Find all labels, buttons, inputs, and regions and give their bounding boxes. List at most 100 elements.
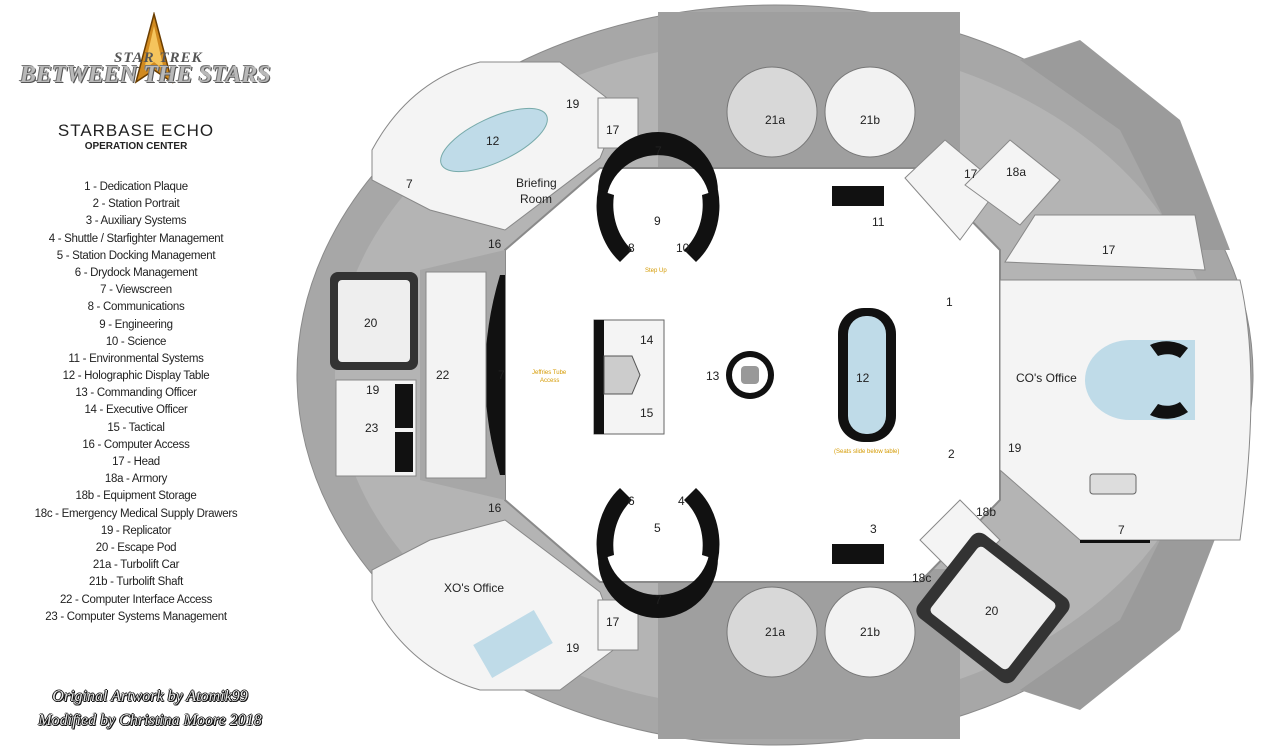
legend-item: 22 - Computer Interface Access <box>59 593 213 606</box>
legend-item: 20 - Escape Pod <box>95 541 177 554</box>
legend-item: 10 - Science <box>105 335 167 348</box>
label-21b: 21b <box>860 625 880 639</box>
label-room: Room <box>520 192 552 206</box>
label-18c: 18c <box>912 571 931 585</box>
command-console-center <box>603 355 641 395</box>
legend: 1 - Dedication Plaque 2 - Station Portra… <box>20 179 252 626</box>
legend-item: 4 - Shuttle / Starfighter Management <box>48 232 224 245</box>
console-arc <box>596 488 632 560</box>
turbolift-shaft-top <box>824 66 916 158</box>
legend-item: 7 - Viewscreen <box>100 284 172 297</box>
credit-modified: Modified by Christina Moore 2018 <box>38 712 262 729</box>
legend-item: 1 - Dedication Plaque <box>84 181 188 193</box>
label-8: 8 <box>628 241 635 255</box>
computer-interface-access <box>425 271 487 479</box>
label-2: 2 <box>948 447 955 461</box>
command-console <box>594 320 604 434</box>
label-12: 12 <box>856 371 870 385</box>
credit-original: Original Artwork by Atomik99 <box>52 688 248 705</box>
delta-insignia-icon <box>134 12 174 84</box>
label-jeffries-1: Jeffries Tube <box>532 370 567 376</box>
turbolift-shaft-bottom <box>824 586 916 678</box>
legend-item: 21a - Turbolift Car <box>92 559 180 572</box>
console <box>395 432 413 472</box>
viewscreen-left <box>485 275 505 475</box>
label-17: 17 <box>606 615 620 629</box>
label-seats-note: (Seats slide below table) <box>834 449 899 455</box>
label-7: 7 <box>498 368 505 382</box>
label-10: 10 <box>676 241 690 255</box>
console <box>395 384 413 428</box>
label-16: 16 <box>488 237 502 251</box>
label-jeffries-2: Access <box>540 378 559 384</box>
label-7: 7 <box>1118 523 1125 537</box>
legend-item: 12 - Holographic Display Table <box>62 370 210 383</box>
environmental-console <box>832 186 884 206</box>
label-22: 22 <box>436 368 450 382</box>
console-arc <box>596 190 632 262</box>
label-xo-office: XO's Office <box>444 581 504 595</box>
label-20: 20 <box>985 604 999 618</box>
label-21b: 21b <box>860 113 880 127</box>
label-4: 4 <box>678 494 685 508</box>
hull-panel <box>1020 500 1230 710</box>
label-7: 7 <box>655 144 662 158</box>
label-18a: 18a <box>1006 165 1026 179</box>
legend-item: 6 - Drydock Management <box>74 266 198 279</box>
viewscreen-bottom <box>598 545 718 618</box>
label-9: 9 <box>654 214 661 228</box>
escape-pod-right-interior <box>930 546 1056 670</box>
diagram-subtitle: OPERATION CENTER <box>84 141 188 152</box>
viewscreen-co <box>1080 540 1150 543</box>
console-arc <box>684 488 720 560</box>
holographic-table-briefing <box>440 107 548 173</box>
xo-office <box>371 519 621 691</box>
hull-panel <box>1020 40 1230 250</box>
label-13: 13 <box>706 369 720 383</box>
turbolift-car-bottom <box>726 586 818 678</box>
label-18b: 18b <box>976 505 996 519</box>
xo-desk <box>473 610 553 678</box>
label-5: 5 <box>654 521 661 535</box>
label-6: 6 <box>628 494 635 508</box>
label-12-briefing: 12 <box>486 134 500 148</box>
console-arc <box>684 190 720 262</box>
label-19: 19 <box>566 641 580 655</box>
legend-item: 13 - Commanding Officer <box>75 387 197 400</box>
head-17-right <box>1004 214 1206 271</box>
co-couch <box>1089 473 1137 495</box>
turbolift-car-top <box>726 66 818 158</box>
legend-item: 11 - Environmental Systems <box>68 352 204 365</box>
legend-item: 18c - Emergency Medical Supply Drawers <box>34 507 238 520</box>
label-19: 19 <box>1008 441 1022 455</box>
label-co-office: CO's Office <box>1016 371 1077 385</box>
room-labels: 12 7 19 17 Briefing Room 16 16 7 9 8 10 … <box>364 97 1125 655</box>
viewscreen-top <box>598 132 718 205</box>
legend-item: 17 - Head <box>112 456 160 468</box>
co-console <box>1150 402 1188 419</box>
label-19: 19 <box>366 383 380 397</box>
label-16: 16 <box>488 501 502 515</box>
escape-pod-left-interior <box>338 280 410 362</box>
legend-item: 3 - Auxiliary Systems <box>85 215 187 228</box>
legend-item: 19 - Replicator <box>100 524 172 537</box>
label-23: 23 <box>365 421 379 435</box>
legend-item: 21b - Turbolift Shaft <box>88 576 184 589</box>
legend-item: 5 - Station Docking Management <box>56 249 216 262</box>
label-3: 3 <box>870 522 877 536</box>
legend-item: 9 - Engineering <box>99 318 173 331</box>
armory <box>964 139 1061 226</box>
captain-chair <box>741 366 759 384</box>
label-7: 7 <box>655 593 662 607</box>
label-19: 19 <box>566 97 580 111</box>
legend-item: 8 - Communications <box>87 301 185 314</box>
auxiliary-console <box>832 544 884 564</box>
label-17: 17 <box>1102 243 1116 257</box>
label-15: 15 <box>640 406 654 420</box>
label-20: 20 <box>364 316 378 330</box>
label-21a: 21a <box>765 113 785 127</box>
legend-item: 15 - Tactical <box>107 421 165 434</box>
diagram-title: STARBASE ECHO <box>57 121 215 140</box>
label-step-up: Step Up <box>645 268 667 274</box>
